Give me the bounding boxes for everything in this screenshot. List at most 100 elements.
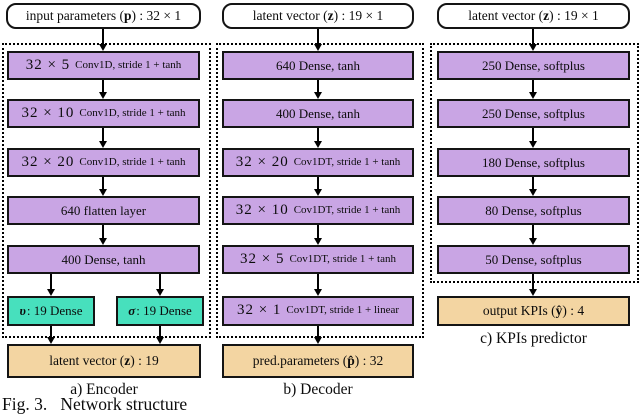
arrow-down-icon bbox=[314, 177, 322, 196]
kpi-layer-dense3: 180 Dense, softplus bbox=[437, 148, 630, 177]
encoder-layer-conv2: 32 × 10 Conv1D, stride 1 + tanh bbox=[7, 99, 200, 128]
decoder-output-pre: pred.parameters ( bbox=[252, 352, 348, 368]
kpi-input-pre: latent vector ( bbox=[468, 7, 544, 23]
layer-desc: Conv1D, stride 1 + tanh bbox=[79, 155, 186, 168]
layer-dim: 32 × 20 bbox=[235, 153, 289, 170]
decoder-output-post: ) : 32 bbox=[354, 352, 384, 368]
encoder-input-pre: input parameters ( bbox=[25, 7, 125, 23]
decoder-layer-cov3: 32 × 5 Cov1DT, stride 1 + tanh bbox=[222, 245, 414, 274]
kpi-output-pre: output KPIs ( bbox=[482, 302, 556, 318]
arrow-down-icon bbox=[314, 29, 322, 51]
encoder-input-box: input parameters (p) : 32 × 1 bbox=[6, 3, 201, 29]
layer-dim: 32 × 10 bbox=[235, 201, 289, 218]
arrow-down-icon bbox=[529, 128, 537, 148]
arrow-down-icon bbox=[314, 274, 322, 296]
encoder-layer-conv1: 32 × 5 Conv1D, stride 1 + tanh bbox=[7, 51, 200, 80]
encoder-layer-flatten: 640 flatten layer bbox=[7, 196, 200, 225]
encoder-output-label: latent vector (z) : 19 bbox=[49, 352, 159, 368]
encoder-sigma-branch-box: σ : 19 Dense bbox=[116, 296, 204, 326]
encoder-caption: a) Encoder bbox=[70, 381, 138, 398]
decoder-caption: b) Decoder bbox=[283, 381, 353, 398]
layer-desc: Conv1D, stride 1 + tanh bbox=[75, 58, 182, 71]
layer-dim: 32 × 5 bbox=[25, 56, 71, 73]
encoder-layer-dense: 400 Dense, tanh bbox=[7, 245, 200, 274]
kpi-layer-dense2: 250 Dense, softplus bbox=[437, 99, 630, 128]
decoder-layer-cov2: 32 × 10 Cov1DT, stride 1 + tanh bbox=[222, 196, 414, 225]
layer-dim: 32 × 20 bbox=[21, 153, 75, 170]
kpi-output-post: ) : 4 bbox=[562, 302, 585, 318]
decoder-input-post: ) : 19 × 1 bbox=[333, 7, 384, 23]
encoder-input-label: input parameters (p) : 32 × 1 bbox=[25, 7, 182, 23]
arrow-down-icon bbox=[99, 225, 107, 245]
layer-desc: 250 Dense, softplus bbox=[482, 105, 585, 121]
encoder-input-post: ) : 32 × 1 bbox=[131, 7, 182, 23]
layer-desc: 180 Dense, softplus bbox=[482, 154, 585, 170]
kpi-output-label: output KPIs (ŷ) : 4 bbox=[482, 302, 585, 318]
encoder-input-var: p bbox=[124, 7, 132, 23]
arrow-down-icon bbox=[47, 326, 55, 344]
layer-desc: Cov1DT, stride 1 + linear bbox=[286, 304, 400, 317]
layer-desc: 400 Dense, tanh bbox=[275, 105, 361, 121]
layer-desc: Cov1DT, stride 1 + tanh bbox=[293, 155, 401, 168]
layer-desc: Conv1D, stride 1 + tanh bbox=[79, 106, 186, 119]
encoder-output-post: ) : 19 bbox=[130, 352, 159, 368]
branch-label: : 19 Dense bbox=[26, 303, 83, 319]
arrow-down-icon bbox=[314, 225, 322, 245]
kpi-output-var: ŷ bbox=[555, 302, 563, 318]
decoder-input-box: latent vector (z) : 19 × 1 bbox=[222, 3, 414, 29]
kpi-layer-dense5: 50 Dense, softplus bbox=[437, 245, 630, 274]
decoder-output-var: p̂ bbox=[347, 352, 355, 368]
decoder-layer-dense1: 640 Dense, tanh bbox=[222, 51, 414, 80]
layer-dim: 32 × 1 bbox=[236, 302, 282, 319]
arrow-down-icon bbox=[156, 326, 164, 344]
upsilon-symbol: υ bbox=[19, 303, 26, 319]
layer-dim: 32 × 5 bbox=[240, 250, 285, 267]
encoder-output-var: z bbox=[124, 352, 131, 368]
layer-desc: 80 Dense, softplus bbox=[485, 202, 582, 218]
decoder-input-pre: latent vector ( bbox=[252, 7, 328, 23]
layer-desc: Cov1DT, stride 1 + tanh bbox=[293, 203, 401, 216]
kpi-input-var: z bbox=[543, 7, 550, 23]
layer-desc: 50 Dense, softplus bbox=[485, 251, 582, 267]
kpi-output-box: output KPIs (ŷ) : 4 bbox=[437, 296, 630, 326]
arrow-down-icon bbox=[314, 326, 322, 344]
decoder-layer-cov4: 32 × 1 Cov1DT, stride 1 + linear bbox=[222, 296, 414, 326]
kpi-input-box: latent vector (z) : 19 × 1 bbox=[437, 3, 630, 29]
encoder-layer-conv3: 32 × 20 Conv1D, stride 1 + tanh bbox=[7, 148, 200, 177]
arrow-down-icon bbox=[529, 80, 537, 99]
layer-dim: 32 × 10 bbox=[21, 104, 75, 121]
arrow-down-icon bbox=[529, 29, 537, 51]
branch-label: : 19 Dense bbox=[136, 303, 192, 319]
arrow-down-icon bbox=[99, 128, 107, 148]
sigma-symbol: σ bbox=[128, 303, 136, 319]
layer-desc: 640 flatten layer bbox=[60, 202, 147, 218]
kpi-input-post: ) : 19 × 1 bbox=[549, 7, 599, 23]
decoder-output-label: pred.parameters (p̂) : 32 bbox=[252, 352, 384, 368]
layer-desc: Cov1DT, stride 1 + tanh bbox=[289, 252, 396, 265]
encoder-mean-branch-box: υ : 19 Dense bbox=[7, 296, 95, 326]
layer-desc: 400 Dense, tanh bbox=[61, 251, 146, 267]
decoder-input-label: latent vector (z) : 19 × 1 bbox=[252, 7, 384, 23]
arrow-down-icon bbox=[314, 128, 322, 148]
decoder-input-var: z bbox=[327, 7, 334, 23]
kpi-layer-dense1: 250 Dense, softplus bbox=[437, 51, 630, 80]
kpi-caption: c) KPIs predictor bbox=[480, 330, 587, 347]
arrow-down-icon bbox=[99, 80, 107, 99]
layer-desc: 640 Dense, tanh bbox=[275, 57, 361, 73]
decoder-output-box: pred.parameters (p̂) : 32 bbox=[222, 344, 414, 378]
kpi-input-label: latent vector (z) : 19 × 1 bbox=[468, 7, 599, 23]
layer-desc: 250 Dense, softplus bbox=[482, 57, 585, 73]
arrow-down-icon bbox=[529, 225, 537, 245]
arrow-down-icon bbox=[47, 274, 55, 296]
arrow-down-icon bbox=[529, 177, 537, 196]
kpi-layer-dense4: 80 Dense, softplus bbox=[437, 196, 630, 225]
arrow-down-icon bbox=[529, 274, 537, 296]
figure-caption: Fig. 3. Network structure bbox=[2, 394, 188, 414]
arrow-down-icon bbox=[314, 80, 322, 99]
decoder-layer-dense2: 400 Dense, tanh bbox=[222, 99, 414, 128]
arrow-down-icon bbox=[99, 177, 107, 196]
encoder-output-box: latent vector (z) : 19 bbox=[7, 344, 201, 378]
encoder-output-pre: latent vector ( bbox=[49, 352, 125, 368]
arrow-down-icon bbox=[156, 274, 164, 296]
